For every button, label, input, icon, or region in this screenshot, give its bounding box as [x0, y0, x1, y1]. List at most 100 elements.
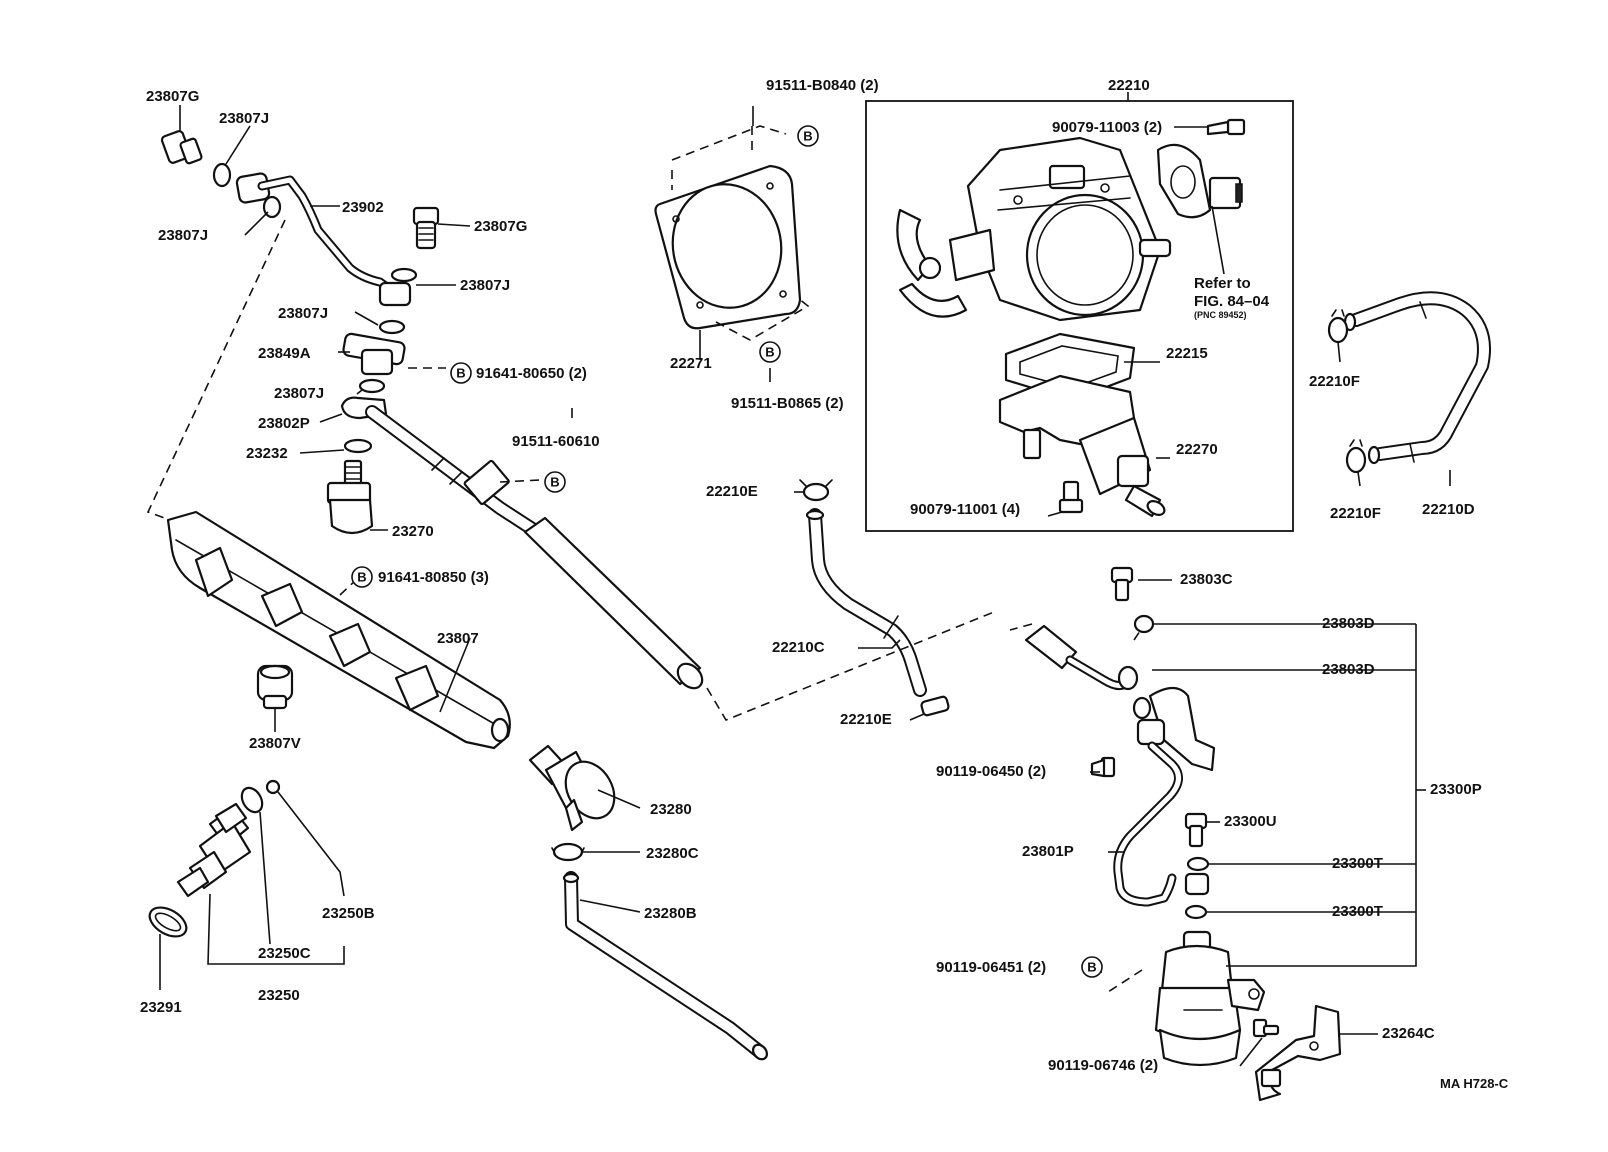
- label-23250C: 23250C: [258, 945, 311, 962]
- grommet-23291: [148, 906, 188, 938]
- union-bolt-23803C: [1110, 566, 1134, 602]
- label-23280B: 23280B: [644, 905, 697, 922]
- guide-line-gasket-top: [671, 125, 787, 190]
- union-bolt-23807G-b: [412, 206, 440, 250]
- label-23807J-e: 23807J: [274, 385, 324, 402]
- gasket-23807J-c: [390, 267, 418, 283]
- guide-line-gasket-bottom: [715, 297, 810, 341]
- label-23807G-b: 23807G: [474, 218, 527, 235]
- insulator-23807V: [256, 664, 294, 710]
- label-22210F-b: 22210F: [1330, 505, 1381, 522]
- callout-b-4: B: [797, 125, 819, 147]
- throttle-position-sensor: [1156, 143, 1243, 219]
- hose-clip-22210F-a: [1327, 309, 1349, 344]
- gasket-23807J-d: [378, 319, 406, 335]
- gasket-23803D-a: [1133, 614, 1155, 634]
- callout-b-5: B: [759, 341, 781, 363]
- figure-code: MA H728-C: [1440, 1076, 1509, 1091]
- label-90119-06746: 90119-06746 (2): [1048, 1057, 1158, 1074]
- label-90079-11001: 90079-11001 (4): [910, 501, 1020, 518]
- water-hose-22210D: [1343, 291, 1491, 465]
- label-23801P: 23801P: [1022, 843, 1074, 860]
- label-23807G-a: 23807G: [146, 88, 199, 105]
- label-91511-B0865: 91511-B0865 (2): [731, 395, 844, 412]
- gasket-23300T-b: [1184, 904, 1208, 920]
- label-90119-06451: 90119-06451 (2): [936, 959, 1046, 976]
- label-23300T-a: 23300T: [1332, 855, 1383, 872]
- label-91511-B0840: 91511-B0840 (2): [766, 77, 879, 94]
- label-23300T-b: 23300T: [1332, 903, 1383, 920]
- gasket-23300T-a: [1186, 856, 1210, 872]
- label-90119-06450: 90119-06450 (2): [936, 763, 1046, 780]
- pulsation-damper-23270: [326, 459, 374, 535]
- fuel-pipe-23902: [235, 172, 412, 307]
- svg-text:B: B: [765, 345, 774, 360]
- label-23807J-b: 23807J: [158, 227, 208, 244]
- label-23250B: 23250B: [322, 905, 375, 922]
- water-hose-22210C: [805, 508, 927, 697]
- label-refer-fig: FIG. 84–04: [1194, 293, 1270, 310]
- label-23902: 23902: [342, 199, 384, 216]
- fitting-23300T: [1184, 872, 1210, 896]
- label-91641-80650: 91641-80650 (2): [476, 365, 587, 382]
- fuel-line-23802P: [340, 396, 704, 690]
- callout-b-6: B: [1081, 956, 1103, 978]
- bolt-90079-11003: [1206, 118, 1246, 136]
- label-22210E-b: 22210E: [840, 711, 892, 728]
- svg-text:B: B: [1087, 960, 1096, 975]
- pressure-regulator-23280: [528, 744, 616, 832]
- label-23232: 23232: [246, 445, 288, 462]
- hose-clip-22210E-a: [799, 479, 833, 502]
- label-23280C: 23280C: [646, 845, 699, 862]
- label-23250: 23250: [258, 987, 300, 1004]
- svg-text:B: B: [456, 366, 465, 381]
- fuel-filter-23300P: [1154, 930, 1266, 1067]
- gasket-23807J-a: [212, 162, 232, 188]
- label-23300U: 23300U: [1224, 813, 1277, 830]
- guide-line-b2: [499, 479, 541, 483]
- throttle-body-frame: [865, 100, 1294, 532]
- callout-b-3: B: [351, 566, 373, 588]
- label-23803C: 23803C: [1180, 571, 1233, 588]
- bolt-90079-11001: [1058, 480, 1084, 514]
- label-23807V: 23807V: [249, 735, 301, 752]
- gasket-22215: [1004, 332, 1136, 402]
- label-refer-to: Refer to: [1194, 275, 1251, 292]
- label-23280: 23280: [650, 801, 692, 818]
- svg-text:B: B: [550, 475, 559, 490]
- label-23300P: 23300P: [1430, 781, 1482, 798]
- leader-lines: [159, 92, 1451, 1067]
- label-22270: 22270: [1176, 441, 1218, 458]
- label-23270: 23270: [392, 523, 434, 540]
- label-22210E-a: 22210E: [706, 483, 758, 500]
- idle-speed-control-valve-22270: [998, 374, 1166, 518]
- injector-23250: [176, 802, 252, 898]
- svg-text:B: B: [803, 129, 812, 144]
- label-22210C: 22210C: [772, 639, 825, 656]
- label-90079-11003: 90079-11003 (2): [1052, 119, 1162, 136]
- hose-clip-22210E-b: [920, 695, 950, 717]
- callout-b-2: B: [544, 471, 566, 493]
- guide-line-filter: [1009, 623, 1143, 993]
- label-23291: 23291: [140, 999, 182, 1016]
- label-22210: 22210: [1108, 77, 1150, 94]
- bolt-90119-06746: [1252, 1018, 1280, 1038]
- label-23807J-d: 23807J: [278, 305, 328, 322]
- hose-clip-23280C: [551, 842, 585, 862]
- callout-b-1: B: [450, 362, 472, 384]
- fuel-pipe-23801P: [1024, 624, 1216, 907]
- guide-line-hose: [706, 611, 995, 721]
- label-23849A: 23849A: [258, 345, 311, 362]
- o-ring-23250B: [265, 779, 281, 795]
- label-23807J-c: 23807J: [460, 277, 510, 294]
- gasket-23807J-e: [358, 378, 386, 394]
- label-23264C: 23264C: [1382, 1025, 1435, 1042]
- bracket-23264C: [1254, 1004, 1342, 1102]
- label-23807J-a: 23807J: [219, 110, 269, 127]
- label-refer-pnc: (PNC 89452): [1194, 310, 1247, 320]
- union-bolt-23807G: [160, 130, 203, 165]
- delivery-pipe-23807: [166, 510, 511, 750]
- label-22215: 22215: [1166, 345, 1208, 362]
- label-22210F-a: 22210F: [1309, 373, 1360, 390]
